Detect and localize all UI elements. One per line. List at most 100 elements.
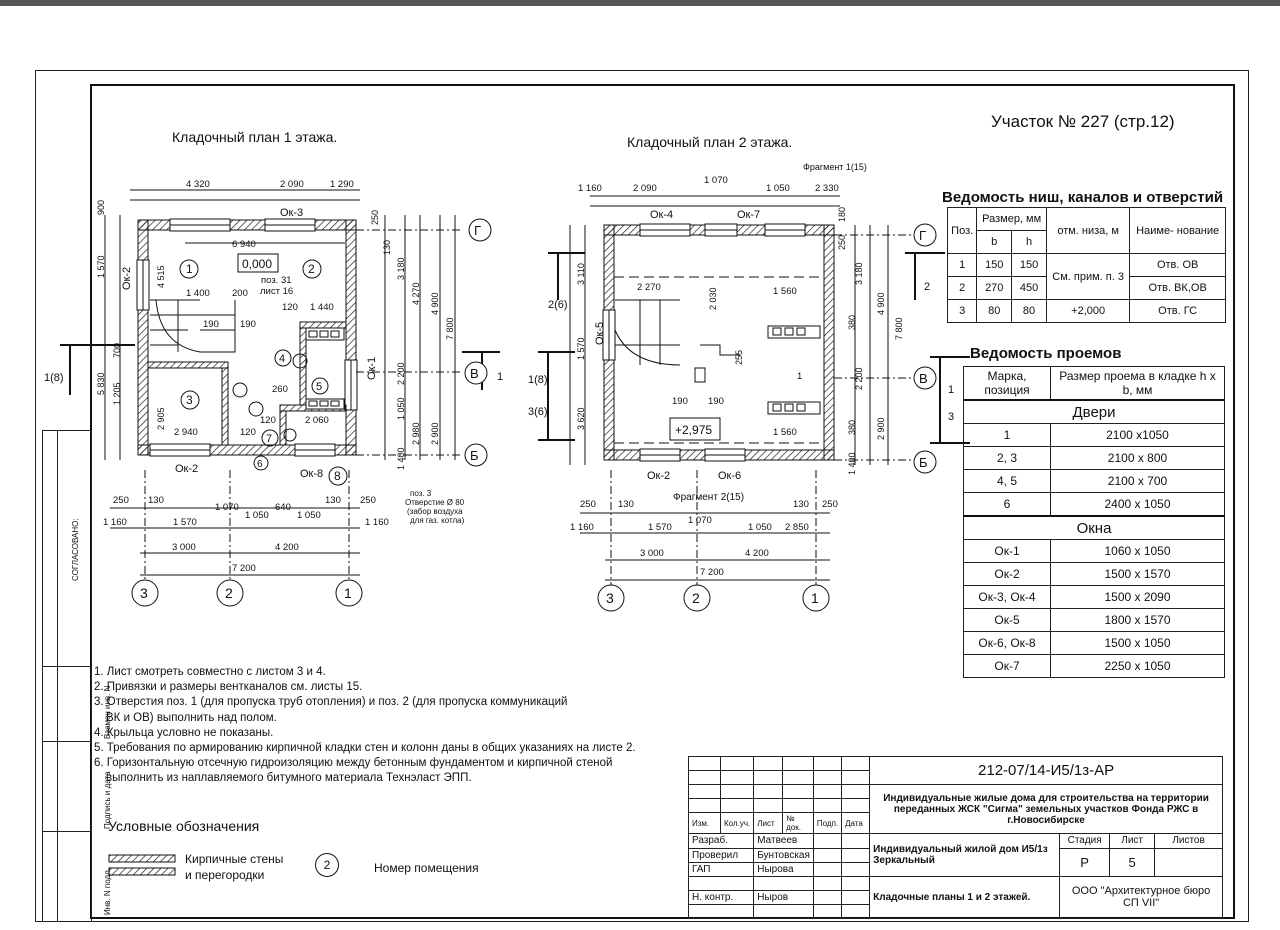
- table-row: 2 270 450 Отв. ВК,ОВ: [946, 276, 1226, 300]
- f2-window-ok6: Ок-6: [718, 470, 741, 482]
- stamp-col-doc: № док.: [782, 812, 814, 835]
- openings-table: Марка, позиция Размер проема в кладке h …: [963, 366, 1225, 678]
- f2-right-dim-1: 180: [837, 207, 847, 222]
- f1-right-dim-8: 1 050: [396, 397, 406, 420]
- note-1: 1. Лист смотреть совместно с листом 3 и …: [94, 666, 326, 678]
- f1-window-ok2-left: Ок-2: [121, 267, 133, 290]
- note-3-cont: ВК и ОВ) выполнить над полом.: [106, 711, 277, 724]
- f1-right-dim-5: 4 900: [430, 292, 440, 315]
- window-size: 1800 x 1570: [1050, 608, 1225, 632]
- niches-cell: 450: [1011, 276, 1047, 300]
- niches-cell: 150: [1011, 253, 1047, 277]
- f1-dim-200: 200: [232, 288, 248, 299]
- niches-table: Поз. Размер, мм отм. низа, м Наиме- нова…: [946, 207, 1226, 323]
- f1-note-air: (забор воздуха: [407, 507, 463, 516]
- f1-bot-total-2: 4 200: [275, 542, 299, 553]
- f1-dim-190b: 190: [240, 319, 256, 330]
- legend-wall-label-1: Кирпичные стены: [185, 852, 284, 866]
- openings-h-mark: Марка, позиция: [963, 366, 1051, 401]
- f2-section-right-2: 1: [948, 384, 954, 396]
- stamp-sheet-label: Лист: [1109, 833, 1156, 849]
- door-mark: 2, 3: [963, 446, 1051, 470]
- stamp-person: Нырова: [753, 861, 814, 877]
- stamp-project: Индивидуальные жилые дома для строительс…: [869, 784, 1223, 835]
- f2-level: +2,975: [675, 423, 712, 437]
- f2-axis-3: 3: [606, 590, 614, 606]
- f1-dim-1440: 1 440: [310, 302, 334, 313]
- f1-note-list16: лист 16: [260, 286, 293, 297]
- f1-width-dim: 6 940: [232, 239, 256, 250]
- stamp-role: Н. контр.: [687, 889, 755, 905]
- floor1-plan: [60, 189, 500, 580]
- f1-bot-small-4: 250: [360, 495, 376, 506]
- f2-dim-190a: 190: [672, 396, 688, 407]
- window-size: 1500 x 1050: [1050, 631, 1225, 655]
- f1-room-3: 3: [186, 393, 193, 407]
- window-mark: Ок-1: [963, 539, 1051, 563]
- f2-left-dim-2: 1 570: [576, 337, 586, 360]
- f1-bot-dim-4: 1 050: [245, 510, 269, 521]
- f2-top-dim-2: 2 090: [633, 183, 657, 194]
- niches-h-level: отм. низа, м: [1045, 207, 1131, 254]
- f1-right-dim-1: 250: [370, 210, 380, 225]
- f2-dim-1560b: 1 560: [773, 427, 797, 438]
- f1-dim-120c: 120: [240, 427, 256, 438]
- window-mark: Ок-5: [963, 608, 1051, 632]
- f2-fragment-bottom: Фрагмент 2(15): [673, 492, 744, 503]
- stamp-stage-label: Стадия: [1059, 833, 1111, 849]
- stamp-drawing: Кладочные планы 1 и 2 этажей.: [869, 875, 1061, 920]
- stamp-col-izm: Изм.: [688, 812, 721, 835]
- f2-bot-small-4: 250: [822, 499, 838, 510]
- f1-section-left: 1(8): [44, 372, 64, 384]
- door-mark: 6: [963, 492, 1051, 517]
- openings-table-title: Ведомость проемов: [970, 345, 1122, 362]
- f1-room-4: 4: [279, 353, 285, 365]
- stamp-sheet: 5: [1109, 847, 1156, 877]
- f1-level: 0,000: [242, 257, 272, 271]
- f1-room-6: 6: [257, 459, 263, 470]
- f1-axis-1: 1: [344, 585, 352, 601]
- f2-top-dim-3: 1 070: [704, 175, 728, 186]
- note-3: 3. Отверстия поз. 1 (для пропуска труб о…: [94, 696, 568, 709]
- f2-bot-dim-2: 1 570: [648, 522, 672, 533]
- niches-cell: 80: [1011, 299, 1047, 323]
- f2-top-dim-1: 1 160: [578, 183, 602, 194]
- window-mark: Ок-3, Ок-4: [963, 585, 1051, 609]
- f1-bot-total-1: 3 000: [172, 542, 196, 553]
- legend-wall-label-2: и перегородки: [185, 868, 265, 882]
- room-number-legend-icon: 2: [315, 853, 339, 877]
- niches-h-size: Размер, мм: [976, 207, 1047, 231]
- note-4: 4. Крыльца условно не показаны.: [94, 726, 274, 739]
- outer-border: [35, 70, 1249, 922]
- f2-left-dim-3: 3 620: [576, 407, 586, 430]
- f1-right-dim-4: 4 270: [411, 282, 421, 305]
- f2-right-dim-6: 2 200: [854, 367, 864, 390]
- window-mark: Ок-2: [963, 562, 1051, 586]
- window-size: 1500 x 1570: [1050, 562, 1225, 586]
- stamp-org: ООО "Архитектурное бюро СП VII": [1059, 875, 1223, 920]
- f2-right-dim-2: 250: [837, 235, 847, 250]
- windows-section-label: Окна: [963, 515, 1225, 540]
- table-row: 3 80 80 +2,000 Отв. ГС: [946, 299, 1226, 323]
- f1-axis-g: Г: [474, 223, 481, 238]
- scan-edge: [0, 0, 1280, 6]
- f1-top-dim-3: 1 290: [330, 179, 354, 190]
- niches-cell: 270: [976, 276, 1013, 300]
- f2-axis-2: 2: [692, 590, 700, 606]
- floor2-title: Кладочный план 2 этажа.: [627, 134, 793, 150]
- niches-h-pos: Поз.: [946, 207, 978, 254]
- f2-section-right-1: 2: [924, 281, 930, 293]
- f2-axis-1: 1: [811, 590, 819, 606]
- f1-note-hole: Отверстие Ø 80: [405, 498, 465, 507]
- window-size: 1500 x 2090: [1050, 585, 1225, 609]
- f2-dim-190b: 190: [708, 396, 724, 407]
- f2-dim-1560a: 1 560: [773, 286, 797, 297]
- f2-axis-b: Б: [919, 455, 928, 470]
- f1-dim-120: 120: [282, 302, 298, 313]
- niches-cell: 80: [976, 299, 1013, 323]
- niches-table-title: Ведомость ниш, каналов и отверстий: [942, 189, 1224, 206]
- f1-note-boiler: для газ. котла): [410, 516, 465, 525]
